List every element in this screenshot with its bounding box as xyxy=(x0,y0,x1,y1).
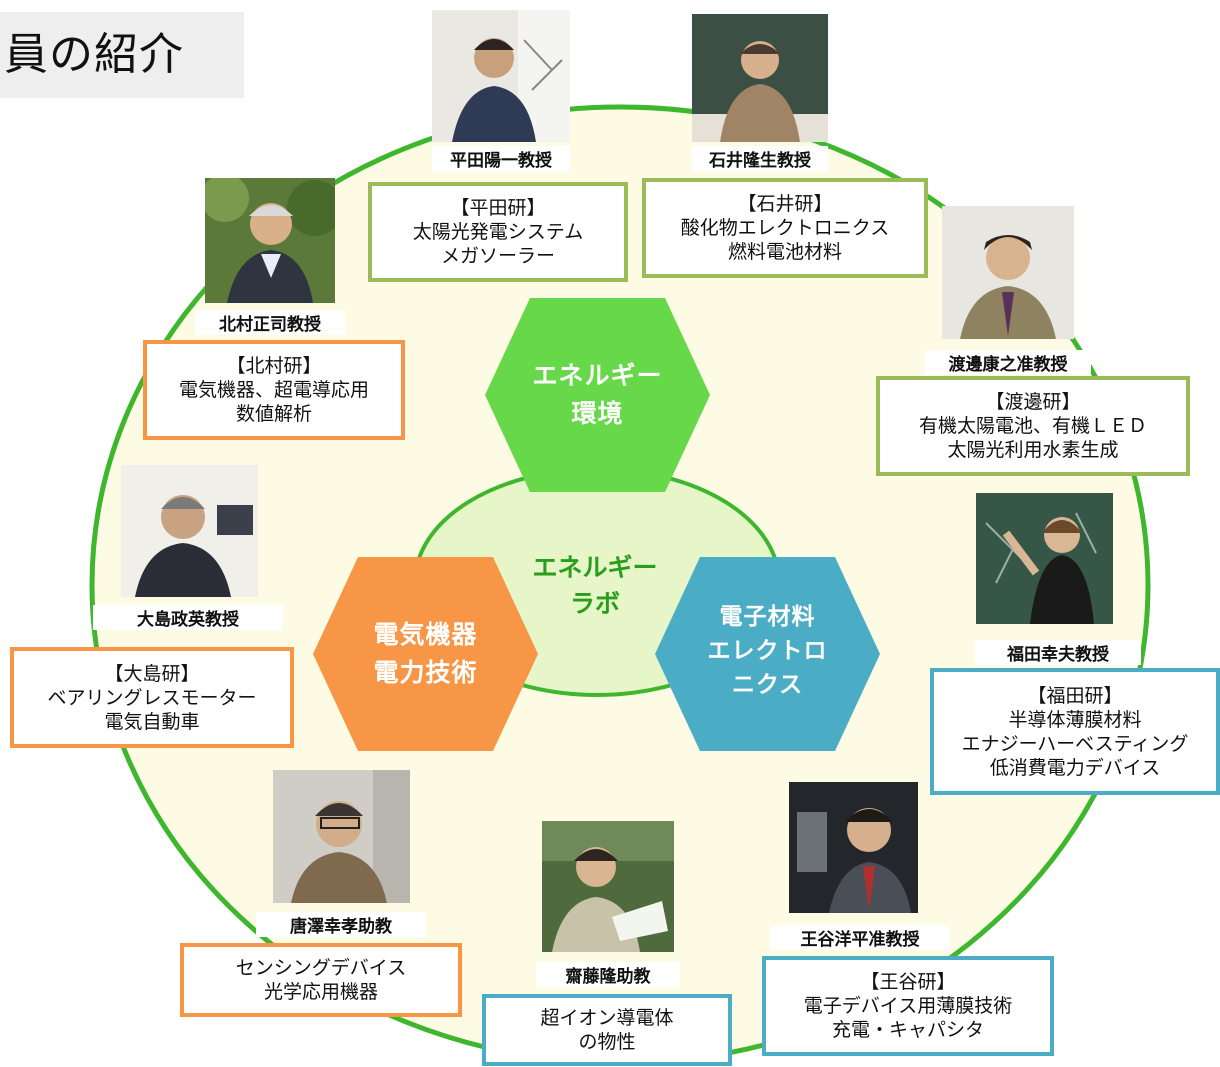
hex-material-line3: ニクス xyxy=(731,672,804,698)
hirata-topic-2: メガソーラー xyxy=(440,245,555,267)
center-line2: ラボ xyxy=(569,589,620,618)
kitamura-topic-1: 電気機器、超電導応用 xyxy=(178,379,369,401)
oshima-box: 【大島研】 ベアリングレスモーター 電気自動車 xyxy=(10,647,294,748)
saito-name: 齋藤隆助教 xyxy=(536,962,680,987)
karasawa-topic-1: センシングデバイス xyxy=(235,957,407,979)
oshima-lab: 【大島研】 xyxy=(104,662,200,685)
fukuda-name: 福田幸夫教授 xyxy=(975,640,1141,665)
ohtani-photo xyxy=(789,782,918,913)
hex-electric-line1: 電気機器 xyxy=(373,620,478,649)
hex-electric xyxy=(313,557,538,751)
ohtani-lab: 【王谷研】 xyxy=(860,971,956,993)
hirata-name: 平田陽一教授 xyxy=(432,146,570,171)
saito-topic-1: 超イオン導電体 xyxy=(540,1007,674,1029)
karasawa-photo xyxy=(273,770,410,903)
ohtani-name: 王谷洋平准教授 xyxy=(770,925,950,950)
saito-photo xyxy=(542,821,674,952)
hex-material xyxy=(655,557,880,751)
fukuda-photo xyxy=(976,493,1113,624)
hirata-box: 【平田研】 太陽光発電システム メガソーラー xyxy=(368,182,628,282)
ishii-lab: 【石井研】 xyxy=(737,193,833,215)
oshima-topic-1: ベアリングレスモーター xyxy=(47,686,257,709)
saito-box: 超イオン導電体 の物性 xyxy=(482,994,732,1066)
oshima-topic-2: 電気自動車 xyxy=(104,710,200,733)
fukuda-topic-1: 半導体薄膜材料 xyxy=(1008,708,1142,731)
fukuda-lab: 【福田研】 xyxy=(1027,684,1123,707)
watanabe-topic-2: 太陽光利用水素生成 xyxy=(947,439,1119,461)
page-title: 員の紹介 xyxy=(0,12,244,98)
ishii-topic-1: 酸化物エレクトロニクス xyxy=(680,217,890,239)
hex-energy-line2: 環境 xyxy=(571,399,624,428)
watanabe-topic-1: 有機太陽電池、有機ＬＥＤ xyxy=(918,415,1147,437)
karasawa-topic-2: 光学応用機器 xyxy=(263,981,378,1003)
kitamura-box: 【北村研】 電気機器、超電導応用 数値解析 xyxy=(143,340,405,440)
hex-energy-line1: エネルギー xyxy=(532,361,663,390)
watanabe-box: 【渡邊研】 有機太陽電池、有機ＬＥＤ 太陽光利用水素生成 xyxy=(876,376,1190,476)
karasawa-box: センシングデバイス 光学応用機器 xyxy=(180,943,462,1017)
fukuda-box: 【福田研】 半導体薄膜材料 エナジーハーベスティング 低消費電力デバイス xyxy=(930,668,1220,795)
ishii-topic-2: 燃料電池材料 xyxy=(727,241,842,263)
watanabe-lab: 【渡邊研】 xyxy=(985,391,1081,413)
ishii-name: 石井隆生教授 xyxy=(692,146,828,171)
ohtani-topic-1: 電子デバイス用薄膜技術 xyxy=(803,995,1013,1017)
hex-electric-label: 電気機器 電力技術 xyxy=(338,616,513,692)
ohtani-box: 【王谷研】 電子デバイス用薄膜技術 充電・キャパシタ xyxy=(762,956,1054,1056)
fukuda-topic-2: エナジーハーベスティング xyxy=(961,732,1189,755)
center-line1: エネルギー xyxy=(532,553,658,582)
hex-material-line2: エレクトロ xyxy=(707,638,828,664)
hirata-topic-1: 太陽光発電システム xyxy=(412,221,584,243)
hex-electric-line2: 電力技術 xyxy=(373,658,478,687)
oshima-name: 大島政英教授 xyxy=(93,605,283,630)
kitamura-topic-2: 数値解析 xyxy=(235,403,312,425)
saito-topic-2: の物性 xyxy=(578,1031,636,1053)
kitamura-lab: 【北村研】 xyxy=(226,355,322,377)
hirata-lab: 【平田研】 xyxy=(450,197,546,219)
watanabe-name: 渡邊康之准教授 xyxy=(925,350,1091,375)
ishii-photo xyxy=(692,14,828,142)
ohtani-topic-2: 充電・キャパシタ xyxy=(831,1019,984,1041)
hirata-photo xyxy=(432,10,570,142)
hex-energy-label: エネルギー 環境 xyxy=(510,357,685,433)
ishii-box: 【石井研】 酸化物エレクトロニクス 燃料電池材料 xyxy=(642,178,928,278)
watanabe-photo xyxy=(942,206,1074,339)
fukuda-topic-3: 低消費電力デバイス xyxy=(989,756,1161,779)
center-label: エネルギー ラボ xyxy=(500,550,690,622)
kitamura-photo xyxy=(205,178,335,303)
karasawa-name: 唐澤幸孝助教 xyxy=(256,912,426,937)
oshima-photo xyxy=(121,465,258,597)
kitamura-name: 北村正司教授 xyxy=(195,310,345,335)
hex-energy xyxy=(485,298,710,492)
hex-material-line1: 電子材料 xyxy=(719,604,816,630)
hex-material-label: 電子材料 エレクトロ ニクス xyxy=(680,600,855,702)
